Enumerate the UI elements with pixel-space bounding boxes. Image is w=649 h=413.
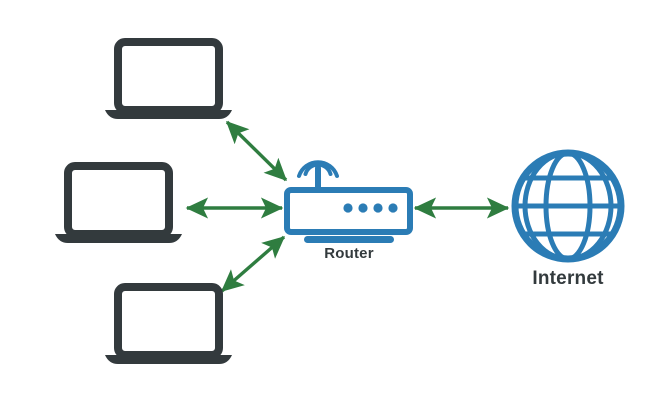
globe-icon[interactable]	[511, 149, 625, 263]
led-dot	[358, 203, 368, 213]
link-laptop-bottom-router	[220, 235, 286, 293]
laptop-base	[105, 110, 232, 119]
laptop-screen-frame	[114, 38, 223, 114]
router-stand	[304, 236, 394, 243]
led-dot	[373, 203, 383, 213]
connection-arrows	[185, 120, 510, 293]
router-icon[interactable]	[284, 160, 413, 243]
link-laptop-top-router	[225, 120, 288, 182]
laptop-screen-frame	[64, 162, 173, 238]
led-dot	[388, 203, 398, 213]
led-dot	[343, 203, 353, 213]
wifi-arc-outer	[297, 160, 339, 178]
laptop-icon-bottom[interactable]	[105, 283, 232, 364]
router-led-dots	[343, 203, 398, 213]
internet-label: Internet	[532, 268, 604, 289]
wifi-arc-inner	[303, 162, 333, 176]
router-label: Router	[324, 245, 374, 262]
laptop-base	[55, 234, 182, 243]
laptop-icon-top[interactable]	[105, 38, 232, 119]
laptop-base	[105, 355, 232, 364]
laptop-screen-frame	[114, 283, 223, 359]
laptop-icon-middle[interactable]	[55, 162, 182, 243]
